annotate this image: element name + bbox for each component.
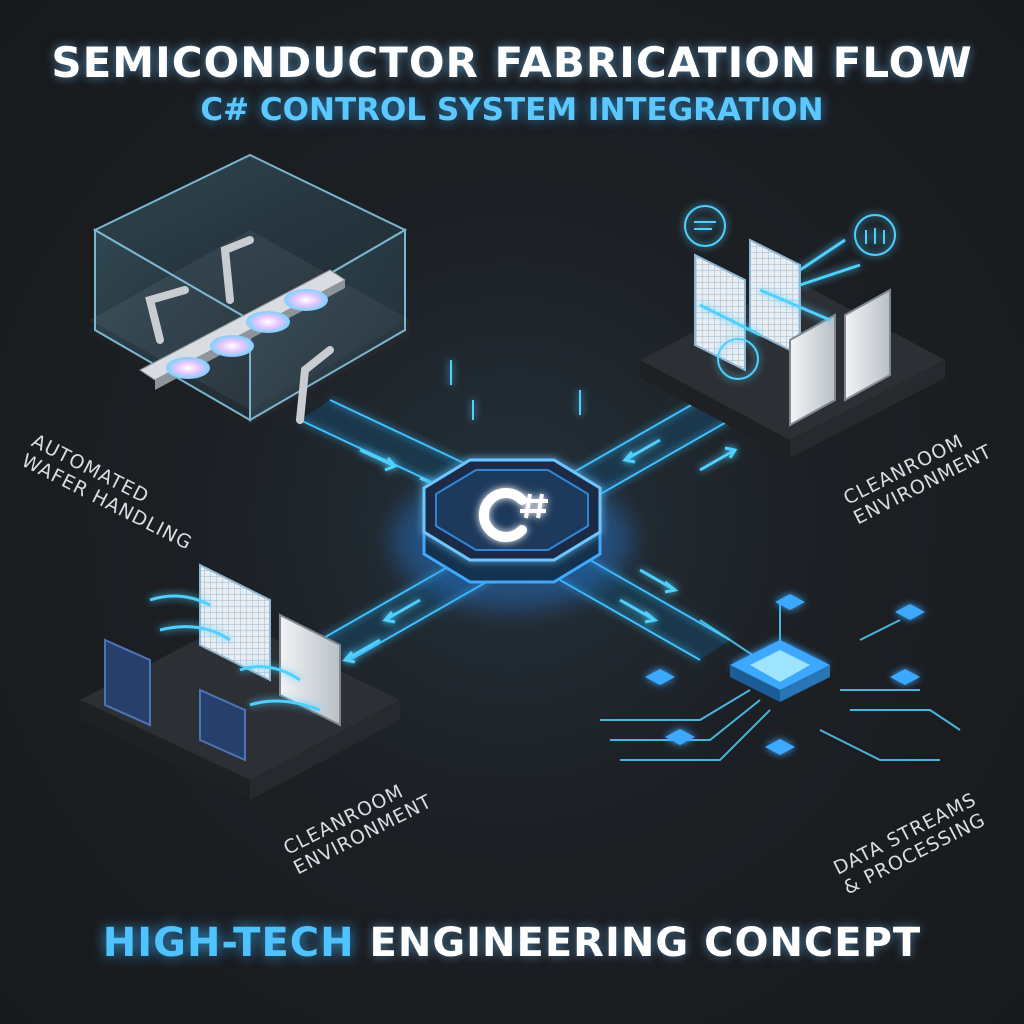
- wind-icon: [199, 688, 246, 762]
- heat-icon: [854, 214, 896, 256]
- data-streams-module: [600, 594, 961, 761]
- footer-tagline: HIGH-TECH ENGINEERING CONCEPT: [0, 920, 1024, 966]
- footer-tagline-accent: HIGH-TECH: [102, 920, 355, 966]
- circuit-chip-icon: [730, 640, 830, 702]
- cleanroom-bottom-module: [80, 563, 400, 800]
- robot-arm-icon: [145, 236, 334, 424]
- csharp-icon: [478, 488, 548, 542]
- filter-icon: [717, 338, 759, 380]
- air-filter-icon: [694, 238, 891, 427]
- page-subtitle: C# CONTROL SYSTEM INTEGRATION: [200, 92, 824, 128]
- wafer-icon: [166, 289, 328, 379]
- wafer-handling-module: [90, 153, 410, 425]
- page-title: SEMICONDUCTOR FABRICATION FLOW: [51, 38, 973, 87]
- wind-icon: [684, 205, 726, 247]
- footer-tagline-rest: ENGINEERING CONCEPT: [354, 920, 922, 966]
- cleanroom-top-module: [640, 205, 945, 458]
